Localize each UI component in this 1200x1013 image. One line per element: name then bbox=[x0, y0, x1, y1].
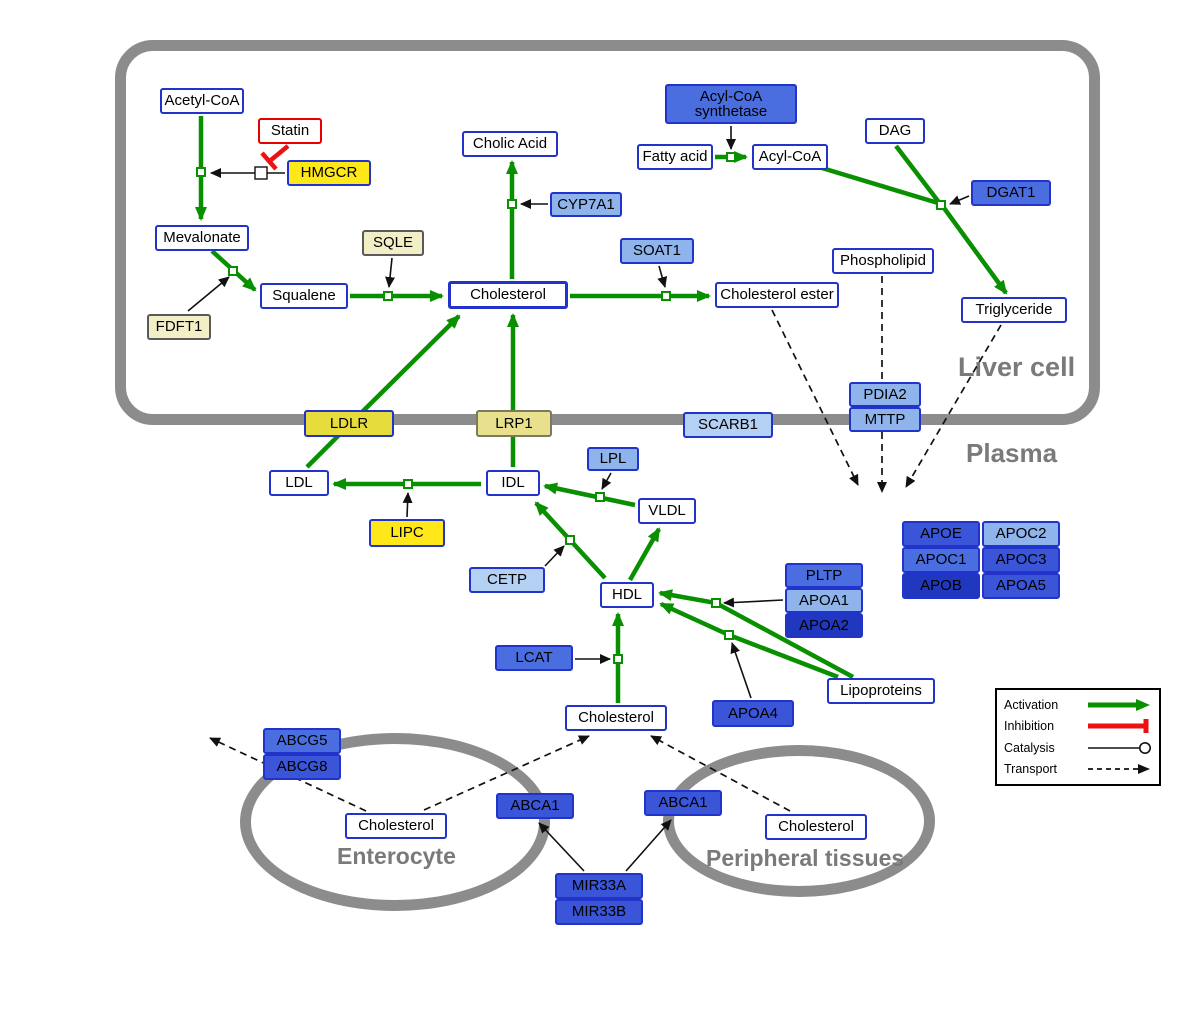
node-hmgcr[interactable]: HMGCR bbox=[287, 160, 371, 186]
node-apoa2[interactable]: APOA2 bbox=[785, 613, 863, 638]
catalysis-circle-icon bbox=[1088, 741, 1151, 754]
node-ldl: LDL bbox=[269, 470, 329, 496]
node-cetp[interactable]: CETP bbox=[469, 567, 545, 593]
plasma-label: Plasma bbox=[966, 438, 1058, 468]
node-lipc[interactable]: LIPC bbox=[369, 519, 445, 547]
enterocyte-label: Enterocyte bbox=[337, 843, 456, 869]
node-apoe[interactable]: APOE bbox=[902, 521, 980, 547]
node-mir33a[interactable]: MIR33A bbox=[555, 873, 643, 899]
node-abca1-left[interactable]: ABCA1 bbox=[496, 793, 574, 819]
node-lipoproteins: Lipoproteins bbox=[827, 678, 935, 704]
node-acetyl-coa: Acetyl-CoA bbox=[160, 88, 244, 114]
node-statin[interactable]: Statin bbox=[258, 118, 322, 144]
node-phospholipid: Phospholipid bbox=[832, 248, 934, 274]
transport-dashed-arrow-icon bbox=[1088, 764, 1150, 775]
node-cyp7a1[interactable]: CYP7A1 bbox=[550, 192, 622, 217]
node-fatty-acid: Fatty acid bbox=[637, 144, 713, 170]
node-sqle[interactable]: SQLE bbox=[362, 230, 424, 256]
node-apob[interactable]: APOB bbox=[902, 573, 980, 599]
node-apoc1[interactable]: APOC1 bbox=[902, 547, 980, 573]
legend-transport: Transport bbox=[1004, 759, 1152, 779]
legend-inhibition: Inhibition bbox=[1004, 716, 1152, 736]
node-apoc2[interactable]: APOC2 bbox=[982, 521, 1060, 547]
node-triglyceride: Triglyceride bbox=[961, 297, 1067, 323]
node-squalene: Squalene bbox=[260, 283, 348, 309]
node-abcg5[interactable]: ABCG5 bbox=[263, 728, 341, 754]
node-cholesterol-plasma: Cholesterol bbox=[565, 705, 667, 731]
node-vldl: VLDL bbox=[638, 498, 696, 524]
node-apoa5[interactable]: APOA5 bbox=[982, 573, 1060, 599]
node-soat1[interactable]: SOAT1 bbox=[620, 238, 694, 264]
node-cholesterol-enterocyte: Cholesterol bbox=[345, 813, 447, 839]
node-apoa4[interactable]: APOA4 bbox=[712, 700, 794, 727]
node-idl: IDL bbox=[486, 470, 540, 496]
node-acyl-coa: Acyl-CoA bbox=[752, 144, 828, 170]
node-mttp[interactable]: MTTP bbox=[849, 407, 921, 432]
liver-cell-membrane bbox=[115, 40, 1100, 425]
node-hdl: HDL bbox=[600, 582, 654, 608]
legend-transport-label: Transport bbox=[1004, 762, 1058, 777]
node-dag: DAG bbox=[865, 118, 925, 144]
node-cholesterol-liver: Cholesterol bbox=[448, 281, 568, 309]
node-apoa1[interactable]: APOA1 bbox=[785, 588, 863, 613]
peripheral-tissues-label: Peripheral tissues bbox=[706, 845, 905, 871]
node-mevalonate: Mevalonate bbox=[155, 225, 249, 251]
legend: Activation Inhibition Catalysis Transpor… bbox=[995, 688, 1161, 786]
node-pltp[interactable]: PLTP bbox=[785, 563, 863, 588]
legend-catalysis: Catalysis bbox=[1004, 738, 1152, 758]
node-mir33b[interactable]: MIR33B bbox=[555, 899, 643, 925]
enterocyte-membrane bbox=[240, 733, 550, 911]
legend-inhibition-label: Inhibition bbox=[1004, 719, 1055, 734]
legend-catalysis-label: Catalysis bbox=[1004, 740, 1055, 755]
activation-arrow-icon bbox=[1088, 698, 1150, 711]
node-cholic-acid: Cholic Acid bbox=[462, 131, 558, 157]
legend-activation: Activation bbox=[1004, 695, 1152, 715]
node-cholesterol-peripheral: Cholesterol bbox=[765, 814, 867, 840]
node-cholesterol-ester: Cholesterol ester bbox=[715, 282, 839, 308]
inhibition-tbar-icon bbox=[1088, 719, 1149, 734]
node-apoc3[interactable]: APOC3 bbox=[982, 547, 1060, 573]
node-lcat[interactable]: LCAT bbox=[495, 645, 573, 671]
node-pdia2[interactable]: PDIA2 bbox=[849, 382, 921, 407]
node-acyl-coa-synthetase[interactable]: Acyl-CoA synthetase bbox=[665, 84, 797, 124]
node-abcg8[interactable]: ABCG8 bbox=[263, 754, 341, 780]
node-abca1-right[interactable]: ABCA1 bbox=[644, 790, 722, 816]
node-scarb1[interactable]: SCARB1 bbox=[683, 412, 773, 438]
node-ldlr[interactable]: LDLR bbox=[304, 410, 394, 437]
node-fdft1[interactable]: FDFT1 bbox=[147, 314, 211, 340]
legend-activation-label: Activation bbox=[1004, 697, 1059, 712]
liver-cell-label: Liver cell bbox=[958, 352, 1076, 382]
node-lpl[interactable]: LPL bbox=[587, 447, 639, 471]
node-lrp1[interactable]: LRP1 bbox=[476, 410, 552, 437]
node-dgat1[interactable]: DGAT1 bbox=[971, 180, 1051, 206]
